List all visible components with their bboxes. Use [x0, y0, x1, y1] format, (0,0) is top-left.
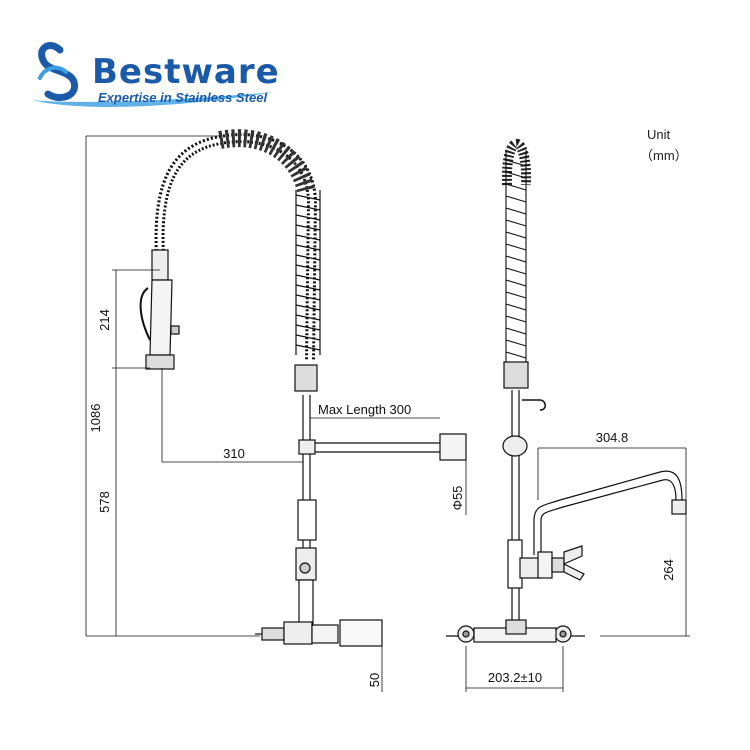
pre-rinse-spring	[218, 129, 315, 193]
spray-valve	[139, 249, 180, 370]
dim-spout-height: 264	[661, 559, 676, 581]
side-wall-bracket	[502, 435, 528, 457]
unit-label: Unit	[647, 127, 671, 142]
dim-lower-height: 578	[97, 491, 112, 513]
unit-value: （mm）	[640, 148, 688, 163]
side-view	[446, 138, 687, 643]
arm-hub	[298, 439, 316, 455]
swing-spout	[533, 470, 687, 555]
spring-collar	[294, 364, 318, 392]
dim-overall-height: 1086	[88, 404, 103, 433]
side-base	[457, 619, 572, 643]
brand-name: Bestware	[92, 52, 280, 92]
dim-spray-valve-height: 214	[97, 309, 112, 331]
dim-base-depth: 50	[367, 673, 382, 687]
dim-center-distance: 203.2±10	[488, 670, 542, 685]
lever-handle	[563, 545, 583, 565]
bestware-logo-icon	[32, 42, 274, 107]
dim-arm-reach: 310	[223, 446, 245, 461]
dim-wall-bracket-diameter: Φ55	[450, 486, 465, 511]
dim-max-length: Max Length 300	[318, 402, 411, 417]
spring-coils	[295, 190, 321, 355]
wall-bracket	[439, 433, 467, 461]
dim-spout-reach: 304.8	[596, 430, 629, 445]
brand-tagline: Expertise in Stainless Steel	[98, 90, 268, 105]
side-spring-top	[501, 138, 532, 186]
front-dimensions	[85, 135, 467, 692]
front-view	[139, 129, 467, 647]
base-assembly	[255, 619, 383, 647]
side-dimensions	[465, 447, 690, 692]
